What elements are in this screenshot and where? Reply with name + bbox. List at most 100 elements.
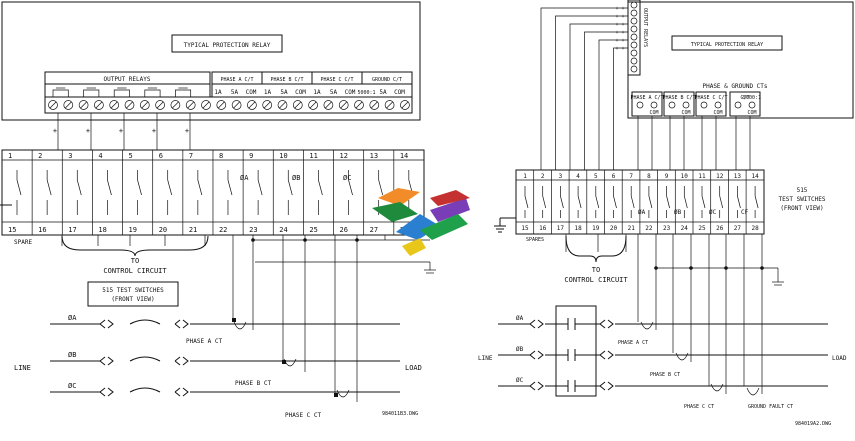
left-terminal-screw-12 xyxy=(218,101,225,109)
left-terminal-13 xyxy=(231,100,242,110)
right-spares-label: SPARES xyxy=(526,237,544,243)
left-switch-blade-11 xyxy=(318,179,323,196)
right-top-num-13: 13 xyxy=(734,173,742,180)
right-ct-com-2: COM xyxy=(681,110,690,116)
right-bot-num-16: 16 xyxy=(539,225,547,232)
left-contact-4 xyxy=(144,89,161,97)
left-drop-plus-1: + xyxy=(53,127,57,135)
left-terminal-23 xyxy=(384,100,395,110)
left-bus-dot-1 xyxy=(251,238,255,242)
left-switches-caption-2: (FRONT VIEW) xyxy=(111,296,154,303)
left-ct-term-11: 5A xyxy=(379,89,387,96)
right-capacitor-box xyxy=(555,305,597,397)
right-bot-num-20: 20 xyxy=(610,225,618,232)
left-top-num-14: 14 xyxy=(400,152,408,160)
left-phase-b-label: PHASE B C/T xyxy=(270,77,303,83)
right-line-fuse-right-2 xyxy=(599,350,614,360)
right-phase-c-switch-label: ØC xyxy=(709,209,717,216)
right-bot-num-24: 24 xyxy=(681,225,689,232)
right-lead-3 xyxy=(569,23,628,170)
left-ct-term-1: 1A xyxy=(214,89,222,96)
left-bot-num-21: 21 xyxy=(189,226,197,234)
left-to-label: TO xyxy=(131,257,139,265)
right-ct-term-b-2 xyxy=(682,101,690,109)
left-drop-plus-5: + xyxy=(185,127,189,135)
left-ct-term-4: 1A xyxy=(264,89,272,96)
right-top-num-11: 11 xyxy=(698,173,706,180)
right-phase-ground-label: PHASE & GROUND CTs xyxy=(702,83,767,90)
right-ct-com-1: COM xyxy=(649,110,658,116)
left-control-circuit-label: CONTROL CIRCUIT xyxy=(103,267,167,275)
left-terminal-row xyxy=(44,96,413,114)
left-line-arc-2 xyxy=(129,356,161,362)
right-out-terminal-7 xyxy=(630,49,638,57)
right-load-label: LOAD xyxy=(832,355,847,362)
left-ct-wires xyxy=(61,235,436,402)
left-ct-loop-3 xyxy=(336,389,350,398)
right-control-circuit-label: CONTROL CIRCUIT xyxy=(564,276,628,284)
right-ct-term-b-1 xyxy=(650,101,658,109)
left-phase-c-switch-label: ØC xyxy=(343,174,351,182)
right-switch-blade-8 xyxy=(648,195,653,209)
left-line-fuse-left-2 xyxy=(99,356,114,366)
right-out-terminal-2 xyxy=(630,9,638,17)
left-relay-title-box xyxy=(171,34,283,53)
right-bot-num-17: 17 xyxy=(557,225,565,232)
left-ct-polarity-2 xyxy=(282,360,286,364)
right-bot-num-25: 25 xyxy=(698,225,706,232)
right-dwg-number: 984019A2.DWG xyxy=(795,421,831,427)
right-switches-caption-3: (FRONT VIEW) xyxy=(780,205,823,212)
left-contact-1 xyxy=(52,89,69,97)
left-relay-contacts xyxy=(52,87,192,97)
left-phase-b-ct-label: PHASE B CT xyxy=(235,380,272,387)
right-switch-cells xyxy=(533,170,747,234)
right-bot-num-21: 21 xyxy=(628,225,636,232)
left-control-brace xyxy=(61,235,209,257)
left-line-label: LINE xyxy=(14,364,31,372)
right-ct-term-a-2 xyxy=(668,101,676,109)
left-switch-blade-12 xyxy=(348,179,353,196)
right-top-num-2: 2 xyxy=(541,173,545,180)
left-terminal-screw-1 xyxy=(49,101,57,109)
left-bot-num-25: 25 xyxy=(309,226,317,234)
right-cf-switch-label: CF xyxy=(741,209,749,216)
right-output-leads: + ++ ++ ++ ++ ++ + xyxy=(540,6,751,170)
right-ct-term-b-3 xyxy=(714,101,722,109)
left-terminal-9 xyxy=(170,100,181,110)
right-bot-num-18: 18 xyxy=(574,225,582,232)
right-ct-com-3: COM xyxy=(713,110,722,116)
left-terminal-screw-18 xyxy=(309,101,317,109)
left-terminal-22 xyxy=(369,100,380,110)
left-output-drops: +++++ xyxy=(53,113,191,150)
left-phase-a-ct-label: PHASE A CT xyxy=(186,338,223,345)
right-bot-num-28: 28 xyxy=(751,225,759,232)
left-terminal-screw-17 xyxy=(294,101,302,109)
right-ct-box-2 xyxy=(663,91,695,117)
left-ct-term-6: COM xyxy=(295,89,306,96)
right-bot-num-23: 23 xyxy=(663,225,671,232)
right-switches-caption-2: TEST SWITCHES xyxy=(779,196,826,203)
left-ct-term-5: 5A xyxy=(280,89,288,96)
right-switch-blade-1 xyxy=(524,195,529,209)
right-lead-4 xyxy=(584,31,628,170)
left-top-num-13: 13 xyxy=(370,152,378,160)
left-switch-blade-8 xyxy=(227,179,233,196)
left-top-num-10: 10 xyxy=(279,152,287,160)
left-terminal-screw-2 xyxy=(65,101,72,109)
left-line-fuse-right-2 xyxy=(174,356,189,366)
left-terminal-7 xyxy=(139,100,150,110)
left-terminal-2 xyxy=(63,100,74,110)
right-bus-dot-3 xyxy=(724,266,728,270)
left-terminal-screw-22 xyxy=(371,101,378,109)
left-terminal-21 xyxy=(354,100,364,110)
right-out-terminal-5 xyxy=(630,33,638,41)
left-switch-blade-3 xyxy=(76,179,82,196)
left-ct-term-7: 1A xyxy=(313,89,321,96)
left-ct-loop-2 xyxy=(283,358,297,367)
right-line-fuse-left-2 xyxy=(529,350,544,360)
left-terminal-screw-16 xyxy=(279,101,286,109)
right-ct-box-1 xyxy=(631,91,663,117)
left-ct-term-3: COM xyxy=(246,89,257,96)
